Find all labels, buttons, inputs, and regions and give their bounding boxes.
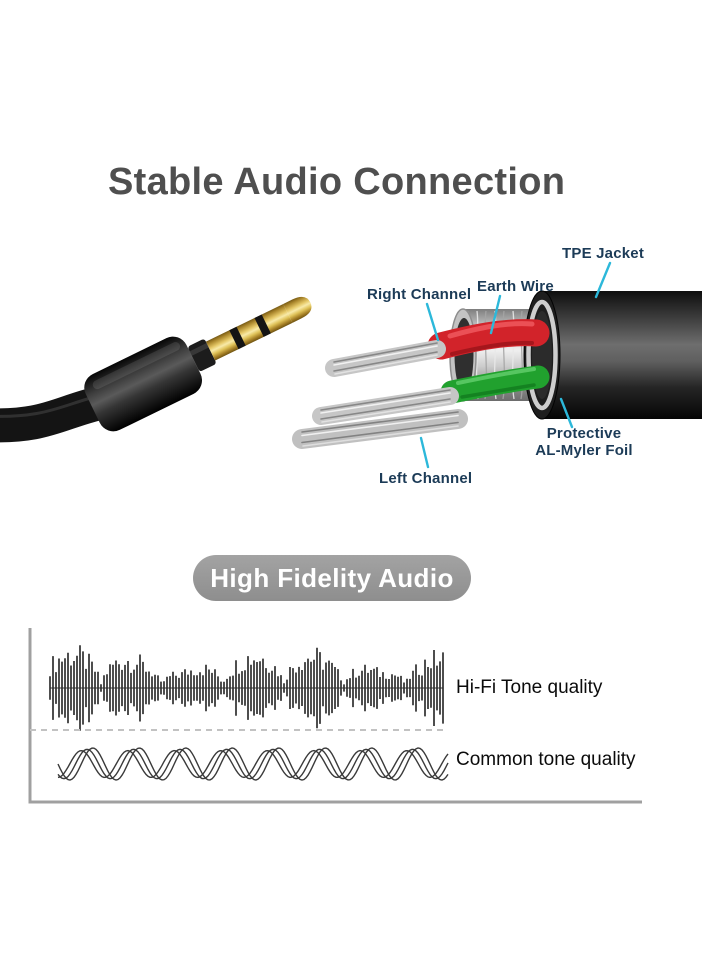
- cable-diagram-svg: [0, 261, 702, 469]
- earth-wire-green: [440, 365, 550, 404]
- waveform-diagram: [28, 628, 642, 804]
- earth-wire-strands: [312, 387, 459, 425]
- waveform-axis: [28, 628, 642, 804]
- high-fidelity-badge: High Fidelity Audio: [193, 555, 471, 601]
- leader-tpe-jacket: [594, 261, 612, 299]
- label-protective-foil: Protective AL-Myler Foil: [504, 425, 664, 459]
- gold-plug-tip: [283, 296, 312, 323]
- leader-lines: [419, 261, 612, 469]
- label-earth-wire: Earth Wire: [477, 278, 554, 295]
- cable-cutaway: [292, 290, 702, 449]
- plug-ring-1: [229, 326, 246, 350]
- audio-jack-plug: [0, 296, 312, 443]
- common-tone-waves: [57, 747, 449, 781]
- gold-plug-barrel: [205, 303, 293, 361]
- tpe-jacket-body: [540, 291, 702, 419]
- label-protective-line2: AL-Myler Foil: [535, 442, 633, 459]
- common-label: Common tone quality: [456, 749, 636, 770]
- hifi-waveform: [49, 645, 444, 731]
- plug-body: [84, 336, 203, 432]
- label-protective-line1: Protective: [546, 425, 622, 442]
- cable-left: [0, 386, 117, 443]
- leader-left-channel: [419, 436, 430, 469]
- left-channel-strands: [292, 409, 468, 449]
- plug-body-highlight: [92, 341, 180, 390]
- right-channel-strands: [325, 340, 446, 377]
- plug-neck: [188, 339, 216, 371]
- cable-highlight: [0, 394, 99, 418]
- page-title: Stable Audio Connection: [108, 161, 566, 203]
- plug-ring-2: [254, 314, 271, 337]
- label-tpe-jacket: TPE Jacket: [562, 245, 645, 262]
- leader-earth-wire: [489, 294, 502, 335]
- foil-cross-section-ring: [526, 299, 558, 411]
- plug-neck-highlight: [189, 342, 209, 356]
- label-right-channel: Right Channel: [367, 286, 472, 303]
- label-left-channel: Left Channel: [379, 470, 473, 487]
- leader-protective-foil: [559, 397, 574, 429]
- hifi-label: Hi-Fi Tone quality: [456, 677, 603, 698]
- leader-right-channel: [425, 302, 440, 342]
- high-fidelity-badge-label: High Fidelity Audio: [210, 562, 454, 593]
